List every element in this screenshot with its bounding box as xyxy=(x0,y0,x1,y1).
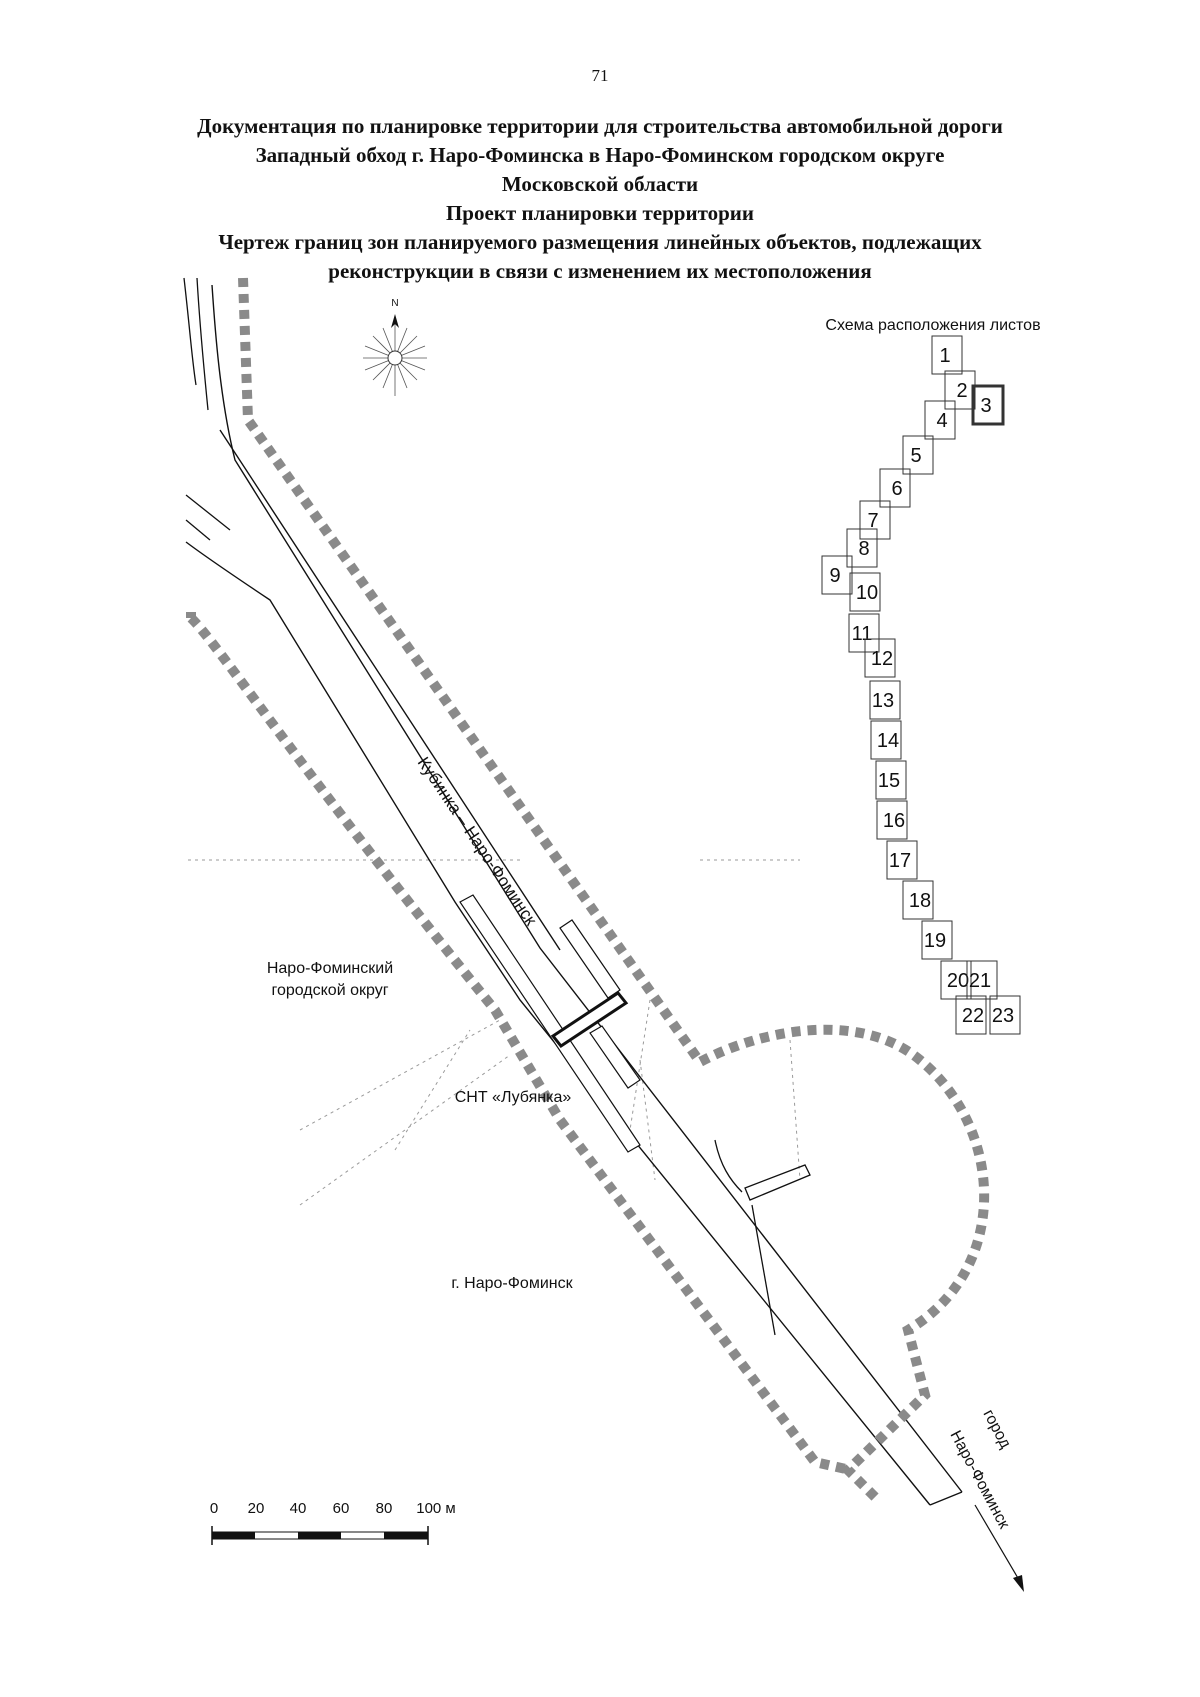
compass-north-label: N xyxy=(391,298,398,309)
sheet-frame-4 xyxy=(924,400,956,440)
direction-arrow-icon xyxy=(974,1504,1024,1592)
sheet-number-5: 5 xyxy=(910,445,921,467)
city-label: г. Наро-Фоминск xyxy=(451,1275,573,1292)
sheet-frame-9 xyxy=(821,555,853,595)
sheet-frame-6 xyxy=(879,468,911,508)
sheet-frame-7 xyxy=(859,500,891,540)
sheet-frame-11 xyxy=(848,613,880,653)
sheet-number-17: 17 xyxy=(889,850,911,872)
scale-tick-20: 20 xyxy=(248,1500,265,1517)
sheet-frame-16 xyxy=(876,800,908,840)
sheet-frame-12 xyxy=(864,638,896,678)
cadastral-lines xyxy=(188,859,801,1206)
sheet-number-7: 7 xyxy=(867,510,878,532)
sheet-number-21: 21 xyxy=(969,970,991,992)
scale-tick-100: 100 м xyxy=(416,1500,456,1517)
title-line-2: Западный обход г. Наро-Фоминска в Наро-Ф… xyxy=(255,143,945,167)
sheet-frame-2 xyxy=(944,370,976,410)
sheet-number-3: 3 xyxy=(980,395,991,417)
district-label-line-2: городской округ xyxy=(271,982,388,999)
map-linework xyxy=(183,277,963,1506)
page-number: 71 xyxy=(591,66,609,85)
sheet-frame-22 xyxy=(955,995,987,1035)
sheet-frame-21 xyxy=(966,960,998,1000)
scale-tick-40: 40 xyxy=(290,1500,307,1517)
title-line-4: Проект планировки территории xyxy=(445,201,755,225)
sheet-number-1: 1 xyxy=(939,345,950,367)
sheet-number-15: 15 xyxy=(878,770,900,792)
sheet-number-11: 11 xyxy=(852,623,873,645)
north-arrow-icon: N xyxy=(363,298,427,396)
sheet-number-16: 16 xyxy=(883,810,905,832)
sheet-number-19: 19 xyxy=(924,930,946,952)
sheet-frame-13 xyxy=(869,680,901,720)
bridge-structure xyxy=(459,894,641,1153)
side-road xyxy=(714,1139,811,1336)
sheet-number-20: 20 xyxy=(947,970,969,992)
scale-bar: 0 20 40 60 80 100 м xyxy=(210,1500,456,1545)
document-title: Документация по планировке территории дл… xyxy=(120,112,1080,286)
zone-boundary xyxy=(186,277,990,1504)
local-roads xyxy=(183,277,231,541)
sheet-number-8: 8 xyxy=(858,538,869,560)
direction-label-line-1: город xyxy=(979,1407,1014,1452)
sheet-scheme-title: Схема расположения листов xyxy=(825,317,1040,334)
sheet-number-10: 10 xyxy=(856,582,878,604)
sheet-number-23: 23 xyxy=(992,1005,1014,1027)
sheet-number-13: 13 xyxy=(872,690,894,712)
sheet-frame-18 xyxy=(902,880,934,920)
sheet-frame-3 xyxy=(971,384,1005,426)
sheet-frame-14 xyxy=(870,720,902,760)
sheet-number-9: 9 xyxy=(829,565,840,587)
title-line-1: Документация по планировке территории дл… xyxy=(197,114,1003,138)
district-label-line-1: Наро-Фоминский xyxy=(267,960,393,977)
sheet-frame-15 xyxy=(875,760,907,800)
sheet-frame-8 xyxy=(846,528,878,568)
sheet-frame-10 xyxy=(849,572,881,612)
sheet-frame-23 xyxy=(989,995,1021,1035)
sheet-number-18: 18 xyxy=(909,890,931,912)
snt-label: СНТ «Лубянка» xyxy=(455,1089,572,1106)
scale-tick-80: 80 xyxy=(376,1500,393,1517)
title-line-3: Московской области xyxy=(501,172,699,196)
sheet-frame-5 xyxy=(902,435,934,475)
sheet-number-14: 14 xyxy=(877,730,899,752)
sheet-number-4: 4 xyxy=(936,410,947,432)
sheet-frame-17 xyxy=(886,840,918,880)
sheet-number-6: 6 xyxy=(891,478,902,500)
scale-tick-60: 60 xyxy=(333,1500,350,1517)
sheet-number-12: 12 xyxy=(871,648,893,670)
sheet-frame-19 xyxy=(921,920,953,960)
scale-tick-0: 0 xyxy=(210,1500,218,1517)
main-road xyxy=(185,284,963,1506)
title-line-5: Чертеж границ зон планируемого размещени… xyxy=(218,230,982,254)
sheet-number-2: 2 xyxy=(956,380,967,402)
sheet-frame-1 xyxy=(931,335,963,375)
sheet-number-22: 22 xyxy=(962,1005,984,1027)
title-line-6: реконструкции в связи с изменением их ме… xyxy=(328,259,872,283)
